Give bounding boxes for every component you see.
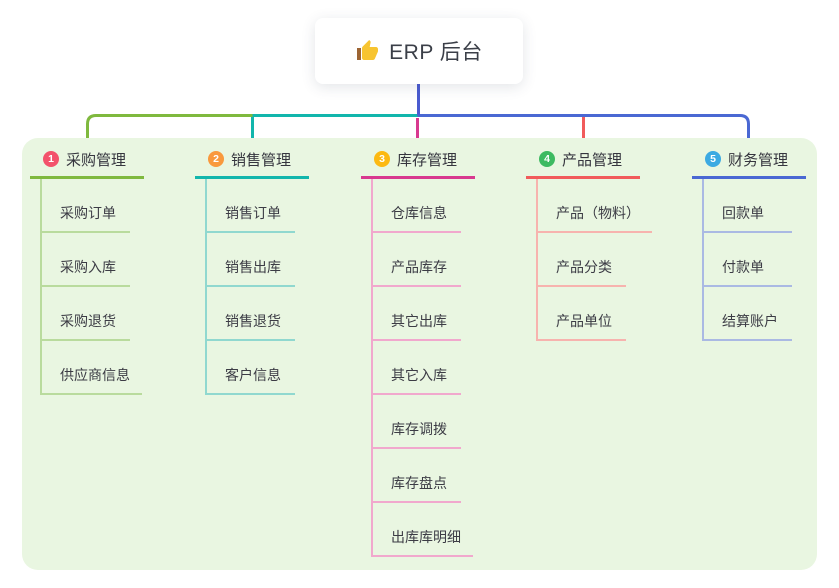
branch-node: 5 财务管理 bbox=[692, 146, 806, 179]
branch-children: 产品（物料） 产品分类产品单位 bbox=[536, 179, 652, 341]
branch-node: 4 产品管理 bbox=[526, 146, 640, 179]
child-label: 仓库信息 bbox=[391, 205, 447, 221]
child-node: 结算账户 bbox=[702, 287, 792, 341]
child-label: 出库库明细 bbox=[391, 529, 461, 545]
branch-label: 财务管理 bbox=[728, 151, 789, 169]
child-node: 付款单 bbox=[702, 233, 792, 287]
child-label: 供应商信息 bbox=[60, 367, 130, 383]
child-node: 产品单位 bbox=[536, 287, 626, 341]
child-label: 其它出库 bbox=[391, 313, 447, 329]
child-label: 产品分类 bbox=[556, 259, 612, 275]
child-label: 付款单 bbox=[722, 259, 764, 275]
root-title: ERP 后台 bbox=[389, 41, 483, 64]
child-label: 库存调拨 bbox=[391, 421, 447, 437]
child-node: 采购入库 bbox=[40, 233, 130, 287]
child-label: 销售退货 bbox=[225, 313, 281, 329]
branch-number-badge: 3 bbox=[374, 151, 390, 167]
child-label: 产品库存 bbox=[391, 259, 447, 275]
child-node: 产品（物料） bbox=[536, 179, 652, 233]
branch-column: 5 财务管理回款单付款单结算账户 bbox=[692, 146, 806, 341]
child-node: 销售订单 bbox=[205, 179, 295, 233]
branch-children: 销售订单销售出库销售退货客户信息 bbox=[205, 179, 309, 395]
child-node: 供应商信息 bbox=[40, 341, 142, 395]
child-node: 其它出库 bbox=[371, 287, 461, 341]
branch-label: 库存管理 bbox=[397, 151, 458, 169]
child-label: 产品单位 bbox=[556, 313, 612, 329]
branch-label: 销售管理 bbox=[231, 151, 292, 169]
branch-number-badge: 4 bbox=[539, 151, 555, 167]
child-node: 回款单 bbox=[702, 179, 792, 233]
branch-children: 回款单付款单结算账户 bbox=[702, 179, 806, 341]
branch-column: 3 库存管理仓库信息产品库存其它出库其它入库库存调拨库存盘点出库库明细 bbox=[361, 146, 475, 557]
child-node: 销售退货 bbox=[205, 287, 295, 341]
child-label: 回款单 bbox=[722, 205, 764, 221]
branch-number-badge: 2 bbox=[208, 151, 224, 167]
child-node: 销售出库 bbox=[205, 233, 295, 287]
child-node: 产品分类 bbox=[536, 233, 626, 287]
branch-children: 采购订单采购入库采购退货供应商信息 bbox=[40, 179, 144, 395]
child-node: 客户信息 bbox=[205, 341, 295, 395]
child-label: 销售订单 bbox=[225, 205, 281, 221]
branch-node: 2 销售管理 bbox=[195, 146, 309, 179]
child-label: 采购退货 bbox=[60, 313, 116, 329]
child-label: 采购订单 bbox=[60, 205, 116, 221]
child-node: 仓库信息 bbox=[371, 179, 461, 233]
child-label: 其它入库 bbox=[391, 367, 447, 383]
child-node: 库存调拨 bbox=[371, 395, 461, 449]
branch-node: 3 库存管理 bbox=[361, 146, 475, 179]
branch-column: 2 销售管理销售订单销售出库销售退货客户信息 bbox=[195, 146, 309, 395]
branches-panel bbox=[22, 138, 817, 570]
child-label: 产品（物料） bbox=[556, 205, 640, 221]
child-node: 产品库存 bbox=[371, 233, 461, 287]
branch-label: 采购管理 bbox=[66, 151, 127, 169]
child-node: 采购订单 bbox=[40, 179, 130, 233]
branch-children: 仓库信息产品库存其它出库其它入库库存调拨库存盘点出库库明细 bbox=[371, 179, 475, 557]
child-label: 客户信息 bbox=[225, 367, 281, 383]
child-node: 其它入库 bbox=[371, 341, 461, 395]
child-label: 库存盘点 bbox=[391, 475, 447, 491]
child-node: 采购退货 bbox=[40, 287, 130, 341]
child-node: 出库库明细 bbox=[371, 503, 473, 557]
child-label: 采购入库 bbox=[60, 259, 116, 275]
child-node: 库存盘点 bbox=[371, 449, 461, 503]
thumbs-up-icon bbox=[357, 40, 379, 60]
branch-node: 1 采购管理 bbox=[30, 146, 144, 179]
child-label: 结算账户 bbox=[722, 313, 778, 329]
branch-number-badge: 1 bbox=[43, 151, 59, 167]
branch-label: 产品管理 bbox=[562, 151, 623, 169]
root-node: ERP 后台 bbox=[315, 18, 523, 84]
branch-column: 4 产品管理产品（物料） 产品分类产品单位 bbox=[526, 146, 652, 341]
child-label: 销售出库 bbox=[225, 259, 281, 275]
branch-number-badge: 5 bbox=[705, 151, 721, 167]
branch-column: 1 采购管理采购订单采购入库采购退货供应商信息 bbox=[30, 146, 144, 395]
